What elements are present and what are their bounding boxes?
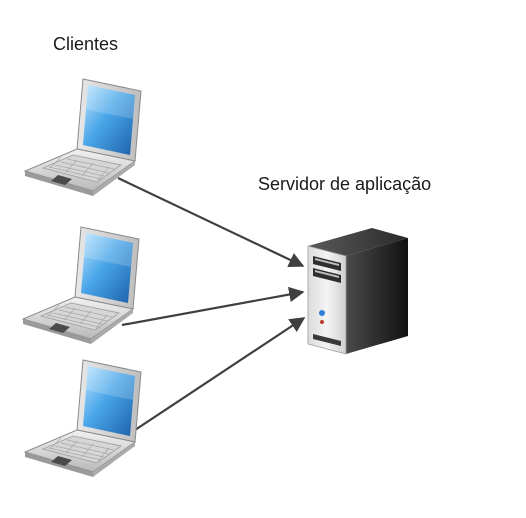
laptop-icon [24, 78, 142, 197]
edge-client-1-server [117, 177, 305, 267]
clients-label: Clientes [53, 34, 119, 54]
server-label: Servidor de aplicação [258, 174, 432, 194]
edge-client-3-server [125, 317, 306, 437]
laptop-icon [22, 226, 140, 345]
laptop-icon [24, 359, 142, 478]
server-tower-icon [307, 228, 408, 355]
edge-client-2-server [121, 286, 305, 327]
